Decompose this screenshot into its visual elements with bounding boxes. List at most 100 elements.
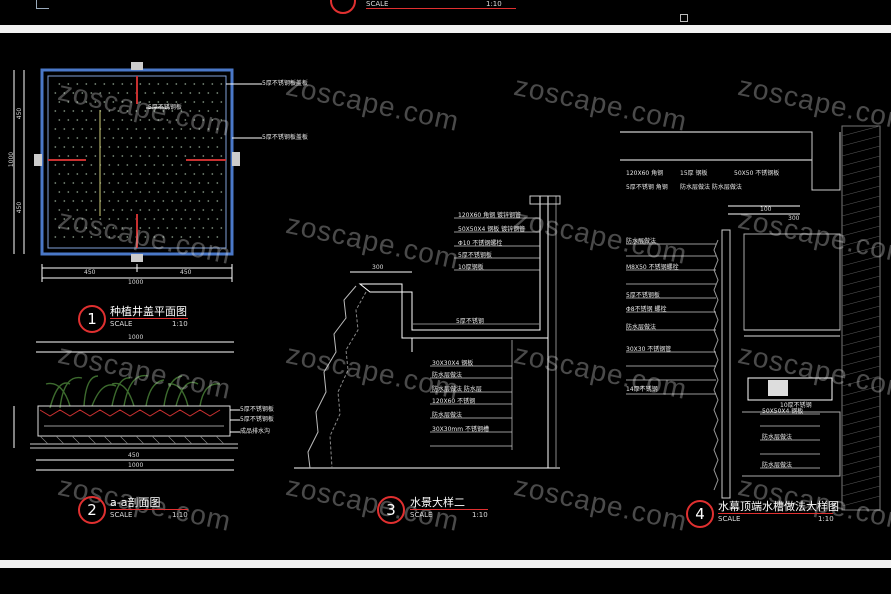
annotation-note: 5厚不锈钢板 [240,416,274,423]
gravel-dot [117,110,120,112]
stone-hatch-line [841,465,881,477]
gravel-dot [126,200,129,202]
wf-stepped-wall-inner [329,291,367,469]
annotation-note: 30X30 不锈钢管 [626,346,672,353]
gravel-dot [67,83,70,85]
dim-label: 100 [760,206,772,213]
top-strip-mark-left [36,0,49,9]
stone-hatch-line [841,265,881,277]
gravel-dot [85,119,88,121]
gravel-dot [162,218,165,220]
gravel-dot [135,128,138,130]
gravel-dot [67,209,70,211]
stone-hatch-line [841,365,881,377]
gravel-dot [112,101,115,103]
gravel-dot [144,110,147,112]
gravel-dot [189,200,192,202]
stone-hatch-line [841,315,881,327]
gravel-dot [175,101,178,103]
gravel-dot [58,119,61,121]
stone-hatch-line [841,135,881,147]
gravel-dot [58,101,61,103]
gravel-dot [144,128,147,130]
annotation-note: 5厚不锈钢板 [148,104,182,111]
gravel-dot [207,236,210,238]
drawing-title-rule [110,318,188,319]
stone-hatch-line [841,225,881,237]
gravel-dot [72,164,75,166]
gravel-dot [117,92,120,94]
gravel-dot [135,182,138,184]
stone-hatch-line [841,125,881,137]
gravel-dot [193,227,196,229]
gravel-dot [54,146,57,148]
gravel-dot [126,146,129,148]
pit-handle-left [34,154,42,166]
wf-top-cap [529,195,561,205]
stone-hatch-line [841,435,881,447]
gravel-dot [121,83,124,85]
gravel-dot [130,155,133,157]
section-foliage [45,374,221,409]
gravel-dot [189,164,192,166]
annotation-note: 防水层做法 [626,238,657,245]
gravel-dot [148,173,151,175]
gravel-dot [162,110,165,112]
gravel-dot [211,101,214,103]
stone-hatch-line [841,155,881,167]
gravel-dot [108,146,111,148]
drawing-scale-label: SCALE [110,511,133,519]
gravel-dot [139,119,142,121]
gravel-dot [180,146,183,148]
gravel-dot [108,182,111,184]
gravel-dot [54,92,57,94]
gravel-dot [63,146,66,148]
drawing-title: 水幕顶端水槽做法大样图 [718,500,839,513]
gravel-dot [171,164,174,166]
annotation-note: 10厚不锈钢 [780,402,812,409]
gravel-dot [85,209,88,211]
gravel-dot [216,200,219,202]
gravel-dot [130,227,133,229]
gravel-dot [72,200,75,202]
drawing-2-section [13,341,240,471]
gravel-dot [103,191,106,193]
gravel-dot [63,236,66,238]
annotation-note: 防水层做法 [626,324,657,331]
gravel-dot [148,191,151,193]
gravel-dot [211,155,214,157]
gravel-dot [175,119,178,121]
top-strip-scale-label: SCALE [366,0,389,8]
gravel-dot [171,200,174,202]
gravel-dot [198,218,201,220]
annotation-note: 120X60 不锈钢 [432,398,476,405]
gravel-dot [117,164,120,166]
gravel-dot [180,164,183,166]
gravel-dot [171,128,174,130]
section-soil-zigzag [39,409,221,417]
gravel-dot [148,155,151,157]
frame-band-top [0,25,891,33]
gravel-dot [58,155,61,157]
gravel-dot [166,209,169,211]
gravel-dot [58,83,61,85]
gravel-dot [90,200,93,202]
gravel-dot [162,182,165,184]
gravel-dot [108,200,111,202]
gravel-dot [108,218,111,220]
gravel-dot [81,146,84,148]
section-base-hatch [39,435,225,445]
annotation-note: 15厚 钢板 [680,170,708,177]
gravel-dot [126,128,129,130]
gravel-dot [139,209,142,211]
gravel-dot [162,164,165,166]
drawing-number-badge: 2 [78,496,106,524]
gravel-dot [90,164,93,166]
gravel-dot [157,191,160,193]
gravel-dot [99,218,102,220]
gravel-dot [81,200,84,202]
gravel-dot [157,209,160,211]
gravel-dot [63,164,66,166]
gravel-dot [153,218,156,220]
